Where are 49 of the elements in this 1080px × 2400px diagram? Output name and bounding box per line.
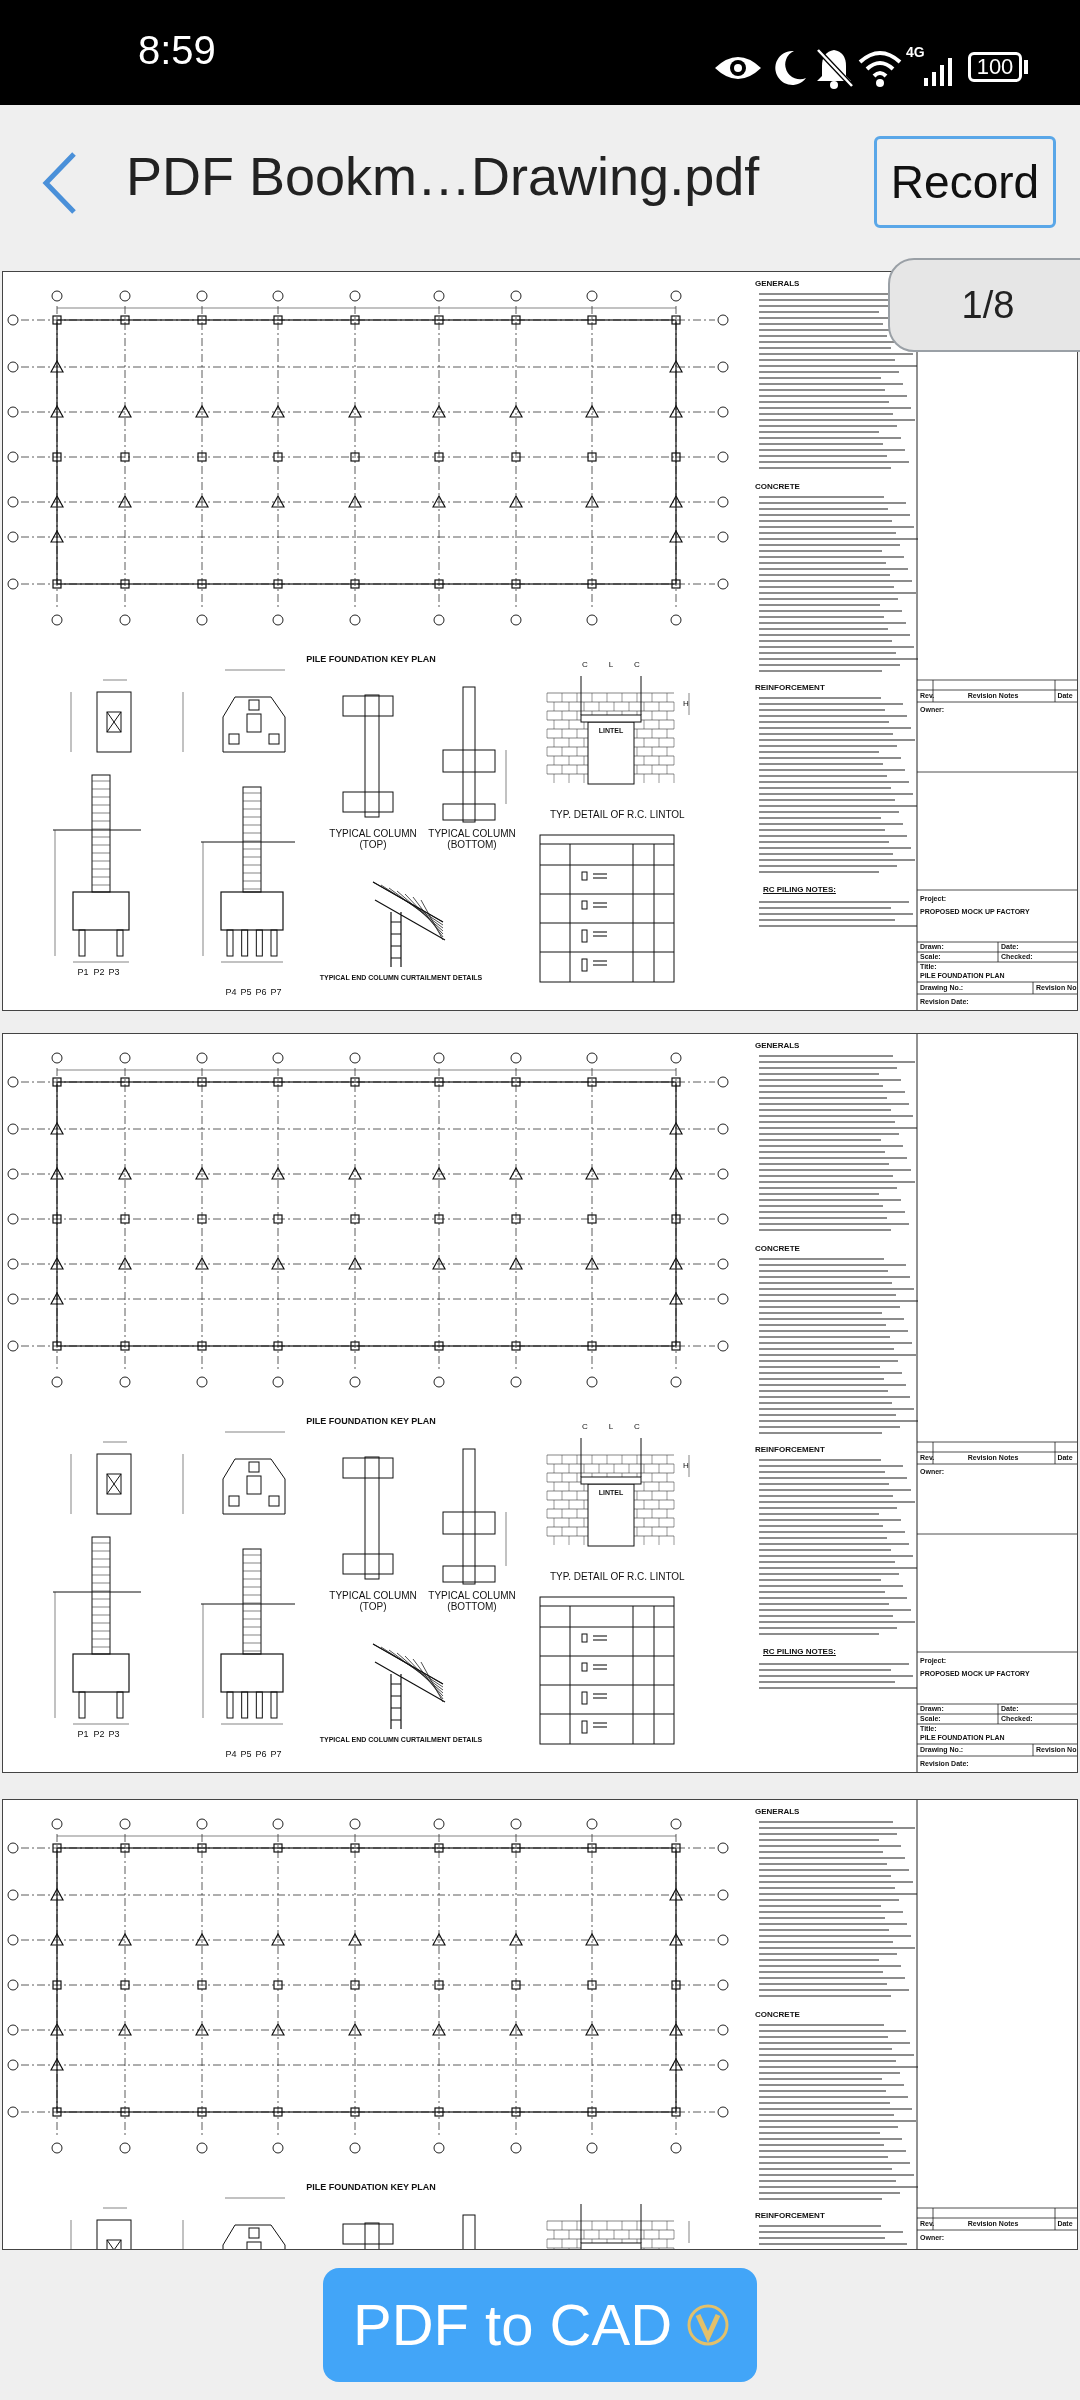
pile-label: P1 — [77, 1730, 89, 1740]
section-heading: GENERALS — [755, 280, 800, 289]
pile-label: P6 — [255, 1750, 267, 1760]
section-heading: CONCRETE — [755, 1245, 800, 1254]
dimension-label: C — [634, 1423, 640, 1432]
section-heading: REINFORCEMENT — [755, 1446, 825, 1455]
drawing-title: TYP. DETAIL OF R.C. LINTOL — [550, 809, 685, 820]
pile-label: P2 — [93, 968, 105, 978]
drawing-title: TYPICAL COLUMN (TOP) — [328, 1590, 418, 1612]
drawing-title: TYPICAL COLUMN (BOTTOM) — [427, 1590, 517, 1612]
page-indicator: 1/8 — [888, 258, 1080, 352]
network-type: 4G — [906, 44, 925, 60]
section-heading: GENERALS — [755, 1042, 800, 1051]
pile-label: P5 — [240, 1750, 252, 1760]
section-heading: REINFORCEMENT — [755, 2212, 825, 2221]
dimension-label: C — [582, 1423, 588, 1432]
dimension-label: H — [683, 1462, 689, 1471]
section-heading: GENERALS — [755, 1808, 800, 1817]
section-heading: CONCRETE — [755, 483, 800, 492]
clock-time: 8:59 — [138, 28, 216, 73]
section-heading: RC PILING NOTES: — [763, 1648, 836, 1657]
drawing-title: PILE FOUNDATION KEY PLAN — [306, 1417, 436, 1427]
pile-label: P3 — [108, 1730, 120, 1740]
battery-indicator: 100 — [968, 52, 1022, 82]
pile-label: P1 — [77, 968, 89, 978]
section-heading: RC PILING NOTES: — [763, 886, 836, 895]
record-button: Record — [874, 136, 1056, 228]
drawing-title: TYPICAL COLUMN (BOTTOM) — [427, 828, 517, 850]
section-heading: REINFORCEMENT — [755, 684, 825, 693]
pile-label: P4 — [225, 988, 237, 998]
dimension-label: L — [608, 661, 614, 670]
pile-label: P5 — [240, 988, 252, 998]
drawing-title: TYP. DETAIL OF R.C. LINTOL — [550, 1571, 685, 1582]
dimension-label: C — [582, 661, 588, 670]
pile-label: P2 — [93, 1730, 105, 1740]
pile-label: P7 — [270, 1750, 282, 1760]
drawing-title: PILE FOUNDATION KEY PLAN — [306, 655, 436, 665]
pile-label: P3 — [108, 968, 120, 978]
drawing-title: PILE FOUNDATION KEY PLAN — [306, 2183, 436, 2193]
pile-label: P4 — [225, 1750, 237, 1760]
dimension-label: L — [608, 1423, 614, 1432]
file-title: PDF Bookm…Drawing.pdf — [126, 145, 760, 207]
pile-label: P6 — [255, 988, 267, 998]
dimension-label: H — [683, 700, 689, 709]
dimension-label: C — [634, 661, 640, 670]
drawing-title: TYPICAL COLUMN (TOP) — [328, 828, 418, 850]
pile-label: P7 — [270, 988, 282, 998]
pdf-to-cad-button: PDF to CAD — [323, 2268, 757, 2382]
section-heading: CONCRETE — [755, 2011, 800, 2020]
